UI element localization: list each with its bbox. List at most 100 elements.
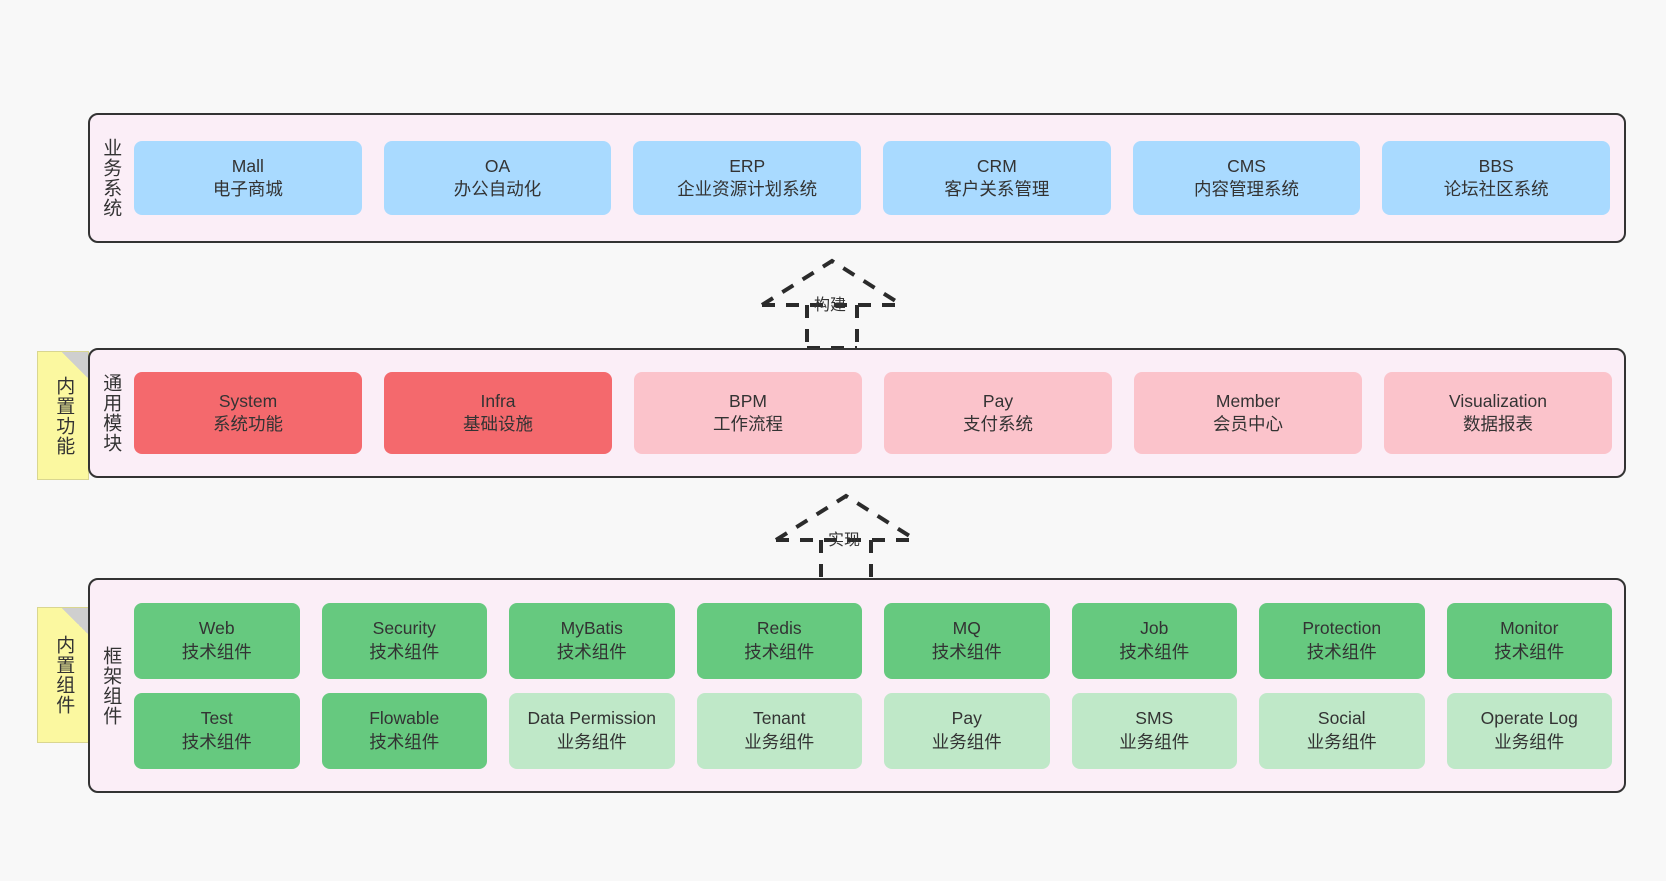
module-card-infra[interactable]: Infra 基础设施 — [384, 372, 612, 454]
module-card-desc: 数据报表 — [1463, 414, 1533, 434]
business-card-desc: 电子商城 — [212, 179, 283, 199]
module-card-desc: 会员中心 — [1213, 414, 1283, 434]
page-fold-icon — [62, 352, 88, 378]
framework-card-sms[interactable]: SMS 业务组件 — [1071, 692, 1237, 769]
module-card-bpm[interactable]: BPM 工作流程 — [634, 372, 862, 454]
framework-card-name: Tenant — [752, 708, 806, 729]
page-fold-icon — [62, 608, 88, 634]
module-card-name: BPM — [729, 390, 767, 411]
layer-business-system-title: 业务系统 — [100, 138, 122, 218]
framework-card-pay[interactable]: Pay 业务组件 — [884, 692, 1050, 769]
generalization-arrow-implement: 实现 — [766, 490, 926, 585]
framework-card-redis[interactable]: Redis 技术组件 — [696, 602, 862, 679]
framework-card-desc: 业务组件 — [744, 731, 815, 752]
layer-common-modules: 通用模块 System 系统功能 Infra 基础设施 BPM 工作流程 Pay… — [88, 348, 1626, 478]
layer-common-modules-title: 通用模块 — [100, 373, 122, 453]
business-card-desc: 企业资源计划系统 — [677, 179, 818, 199]
business-card-bbs[interactable]: BBS 论坛社区系统 — [1382, 141, 1611, 215]
module-card-name: Infra — [480, 390, 516, 411]
framework-card-desc: 业务组件 — [556, 731, 627, 752]
framework-card-desc: 技术组件 — [1494, 641, 1565, 662]
framework-card-name: Pay — [951, 708, 982, 729]
framework-card-name: Security — [372, 618, 436, 639]
module-card-visualization[interactable]: Visualization 数据报表 — [1384, 372, 1612, 454]
module-card-desc: 工作流程 — [713, 414, 783, 434]
framework-card-data-permission[interactable]: Data Permission 业务组件 — [509, 692, 675, 769]
arrow-implement-label: 实现 — [828, 532, 861, 549]
note-builtin-features-label: 内置功能 — [53, 375, 75, 456]
business-card-oa[interactable]: OA 办公自动化 — [383, 141, 612, 215]
business-card-cms[interactable]: CMS 内容管理系统 — [1132, 141, 1361, 215]
business-card-desc: 客户关系管理 — [944, 179, 1050, 199]
framework-card-name: Operate Log — [1480, 708, 1578, 729]
layer-framework-components: 框架组件 Web 技术组件 Security 技术组件 MyBatis 技术组件… — [88, 578, 1626, 793]
business-card-name: ERP — [729, 155, 766, 176]
framework-card-desc: 技术组件 — [556, 641, 627, 662]
business-card-name: BBS — [1478, 155, 1514, 176]
framework-card-protection[interactable]: Protection 技术组件 — [1259, 602, 1425, 679]
framework-card-name: Test — [200, 708, 233, 729]
framework-card-security[interactable]: Security 技术组件 — [321, 602, 487, 679]
framework-card-desc: 技术组件 — [369, 731, 440, 752]
arrow-build-label: 构建 — [814, 297, 847, 314]
framework-card-desc: 技术组件 — [369, 641, 440, 662]
module-card-name: Visualization — [1449, 390, 1547, 411]
framework-card-operate-log[interactable]: Operate Log 业务组件 — [1446, 692, 1612, 769]
framework-card-name: Social — [1317, 708, 1366, 729]
layer-framework-components-body: Web 技术组件 Security 技术组件 MyBatis 技术组件 Redi… — [130, 580, 1624, 791]
framework-card-name: Web — [198, 618, 235, 639]
module-card-name: System — [218, 390, 278, 411]
business-card-name: Mall — [231, 155, 264, 176]
framework-business-row: Test 技术组件 Flowable 技术组件 Data Permission … — [134, 692, 1612, 769]
business-card-desc: 论坛社区系统 — [1443, 179, 1549, 199]
framework-card-test[interactable]: Test 技术组件 — [134, 692, 300, 769]
module-card-desc: 系统功能 — [213, 414, 283, 434]
framework-card-name: MyBatis — [560, 618, 623, 639]
business-card-desc: 办公自动化 — [453, 179, 542, 199]
framework-card-desc: 业务组件 — [931, 731, 1002, 752]
framework-card-mybatis[interactable]: MyBatis 技术组件 — [509, 602, 675, 679]
framework-card-desc: 业务组件 — [1494, 731, 1565, 752]
business-system-row: Mall 电子商城 OA 办公自动化 ERP 企业资源计划系统 CRM 客户关系… — [134, 141, 1611, 215]
common-modules-row: System 系统功能 Infra 基础设施 BPM 工作流程 Pay 支付系统… — [134, 372, 1612, 454]
business-card-name: OA — [484, 155, 511, 176]
layer-business-system-body: Mall 电子商城 OA 办公自动化 ERP 企业资源计划系统 CRM 客户关系… — [130, 115, 1624, 241]
module-card-name: Member — [1215, 390, 1281, 411]
business-card-crm[interactable]: CRM 客户关系管理 — [883, 141, 1111, 215]
framework-card-name: Protection — [1302, 618, 1382, 639]
business-card-mall[interactable]: Mall 电子商城 — [134, 141, 362, 215]
framework-card-name: Job — [1140, 618, 1169, 639]
framework-card-name: Monitor — [1500, 618, 1559, 639]
framework-card-monitor[interactable]: Monitor 技术组件 — [1446, 602, 1612, 679]
module-card-desc: 支付系统 — [963, 414, 1033, 434]
module-card-name: Pay — [982, 390, 1014, 411]
layer-common-modules-body: System 系统功能 Infra 基础设施 BPM 工作流程 Pay 支付系统… — [130, 350, 1624, 476]
business-card-name: CRM — [976, 155, 1017, 176]
generalization-arrow-build: 构建 — [752, 255, 912, 350]
framework-card-job[interactable]: Job 技术组件 — [1071, 602, 1237, 679]
note-builtin-components-label: 内置组件 — [53, 635, 75, 715]
framework-card-desc: 技术组件 — [181, 731, 252, 752]
framework-card-name: Data Permission — [527, 708, 656, 729]
layer-business-system: 业务系统 Mall 电子商城 OA 办公自动化 ERP 企业资源计划系统 CRM… — [88, 113, 1626, 243]
module-card-system[interactable]: System 系统功能 — [134, 372, 362, 454]
framework-card-tenant[interactable]: Tenant 业务组件 — [696, 692, 862, 769]
framework-card-name: Flowable — [369, 708, 440, 729]
note-builtin-features: 内置功能 — [37, 351, 89, 480]
module-card-member[interactable]: Member 会员中心 — [1134, 372, 1362, 454]
framework-card-flowable[interactable]: Flowable 技术组件 — [321, 692, 487, 769]
framework-card-mq[interactable]: MQ 技术组件 — [884, 602, 1050, 679]
module-card-pay[interactable]: Pay 支付系统 — [884, 372, 1112, 454]
framework-card-name: Redis — [756, 618, 802, 639]
business-card-desc: 内容管理系统 — [1194, 179, 1300, 199]
business-card-erp[interactable]: ERP 企业资源计划系统 — [633, 141, 862, 215]
framework-card-name: MQ — [952, 618, 981, 639]
framework-card-social[interactable]: Social 业务组件 — [1259, 692, 1425, 769]
framework-card-name: SMS — [1135, 708, 1174, 729]
framework-card-desc: 技术组件 — [1306, 641, 1377, 662]
framework-card-desc: 技术组件 — [181, 641, 252, 662]
framework-card-desc: 技术组件 — [1119, 641, 1190, 662]
framework-tech-row: Web 技术组件 Security 技术组件 MyBatis 技术组件 Redi… — [134, 602, 1612, 679]
framework-card-web[interactable]: Web 技术组件 — [134, 602, 300, 679]
